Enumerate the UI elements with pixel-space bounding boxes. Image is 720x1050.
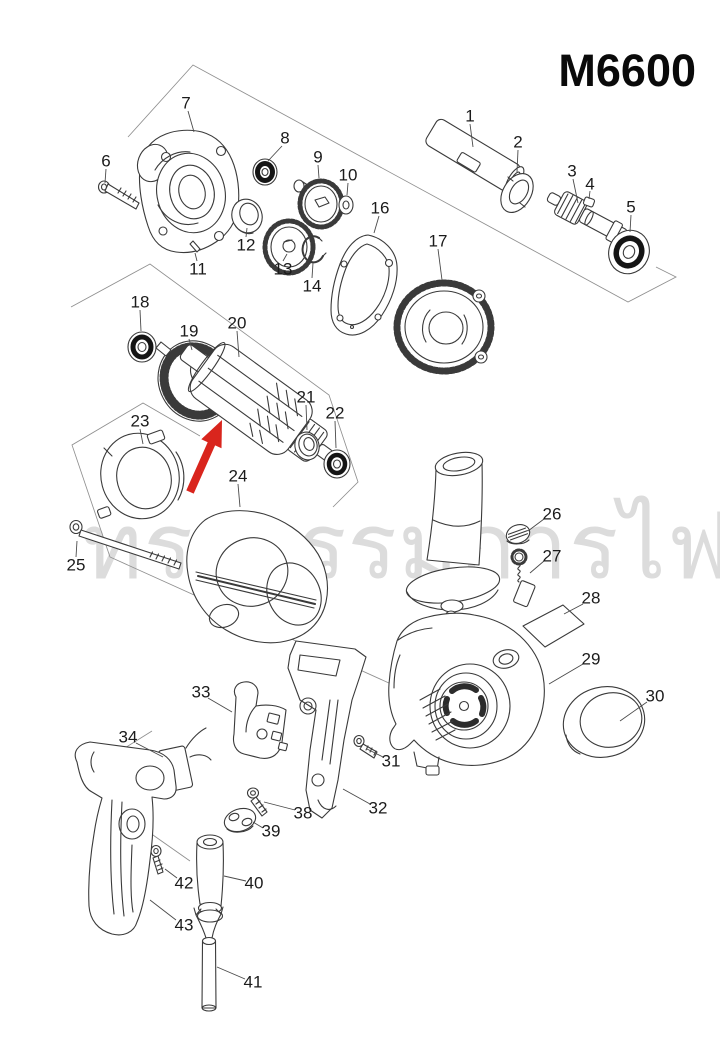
part-39-button-plate-drawing xyxy=(223,807,257,833)
part-label-30: 30 xyxy=(646,687,665,706)
part-label-10: 10 xyxy=(339,166,358,185)
part-label-1: 1 xyxy=(465,107,474,126)
part-label-31: 31 xyxy=(382,752,401,771)
part-label-41: 41 xyxy=(244,973,263,992)
part-label-12: 12 xyxy=(237,236,256,255)
part-label-2: 2 xyxy=(513,133,522,152)
part-label-6: 6 xyxy=(101,152,110,171)
part-17-stator-drawing xyxy=(393,279,495,375)
part-14-snap-ring-drawing xyxy=(301,235,327,264)
part-32-handle-housing-drawing xyxy=(287,640,367,819)
part-label-11: 11 xyxy=(189,260,207,279)
part-5-bearing-drawing xyxy=(608,229,650,275)
model-title: M6600 xyxy=(558,45,696,96)
part-label-3: 3 xyxy=(567,162,576,181)
part-label-4: 4 xyxy=(585,175,594,194)
part-label-33: 33 xyxy=(192,683,211,702)
part-number-labels: 1 2 3 4 5 6 7 8 9 10 11 12 13 14 16 17 1… xyxy=(67,94,665,992)
part-29-motor-housing-drawing xyxy=(388,612,545,776)
part-33-switch-drawing xyxy=(232,681,288,759)
part-16-gasket-drawing xyxy=(330,234,398,336)
part-label-21: 21 xyxy=(297,388,316,407)
part-40-grip-boot-drawing xyxy=(196,834,224,923)
part-label-13: 13 xyxy=(274,260,293,279)
part-label-5: 5 xyxy=(626,198,635,217)
part-label-9: 9 xyxy=(313,148,322,167)
part-label-18: 18 xyxy=(131,293,150,312)
part-label-24: 24 xyxy=(229,467,248,486)
part-label-38: 38 xyxy=(294,804,313,823)
part-label-22: 22 xyxy=(326,404,345,423)
part-8-bearing-drawing xyxy=(252,158,278,186)
leader-lines xyxy=(75,110,648,980)
part-label-17: 17 xyxy=(429,232,448,251)
part-9-gear-drawing xyxy=(293,178,345,230)
part-label-8: 8 xyxy=(280,129,289,148)
part-6-screw-drawing xyxy=(97,180,140,210)
part-27-carbon-brush-drawing xyxy=(510,548,536,608)
part-31-screw-drawing xyxy=(353,734,378,759)
part-label-40: 40 xyxy=(245,874,264,893)
part-4-key-drawing xyxy=(582,196,596,208)
part-label-7: 7 xyxy=(181,94,190,113)
part-41-cord-drawing xyxy=(193,906,224,1012)
part-43-handle-cover-drawing xyxy=(74,741,177,936)
part-42-screw-drawing xyxy=(150,844,164,875)
part-label-20: 20 xyxy=(228,314,247,333)
part-18-bearing-drawing xyxy=(127,331,157,363)
part-label-14: 14 xyxy=(303,277,322,296)
watermark-text: ทรงธรรมการไฟฟ้า xyxy=(82,496,720,598)
side-handle-drawing xyxy=(405,451,501,651)
part-label-23: 23 xyxy=(131,412,150,431)
part-label-25: 25 xyxy=(67,556,86,575)
part-label-39: 39 xyxy=(262,822,281,841)
part-24-field-coil-drawing xyxy=(186,510,329,644)
part-label-29: 29 xyxy=(582,650,601,669)
part-13-gear-drawing xyxy=(262,218,316,276)
part-label-27: 27 xyxy=(543,547,562,566)
part-23-baffle-ring-drawing xyxy=(97,429,185,520)
part-label-26: 26 xyxy=(543,505,562,524)
part-10-washer-drawing xyxy=(338,195,354,215)
part-2-ring-drawing xyxy=(500,173,534,213)
pointer-arrow xyxy=(186,420,222,494)
part-21-retainer-drawing xyxy=(294,431,320,461)
part-30-cap-drawing xyxy=(562,686,646,758)
part-label-43: 43 xyxy=(175,916,194,935)
part-label-19: 19 xyxy=(180,322,199,341)
part-7-gear-housing-drawing xyxy=(136,129,240,254)
part-label-28: 28 xyxy=(582,589,601,608)
part-22-bearing-drawing xyxy=(323,449,351,479)
part-11-pin-drawing xyxy=(189,240,201,253)
part-label-16: 16 xyxy=(371,199,390,218)
part-28-nameplate-drawing xyxy=(522,604,585,648)
part-label-32: 32 xyxy=(369,799,388,818)
part-38-screw-drawing xyxy=(246,787,268,817)
part-label-34: 34 xyxy=(119,728,138,747)
part-label-42: 42 xyxy=(175,874,194,893)
part-25-screw-drawing xyxy=(69,519,182,570)
part-12-sleeve-drawing xyxy=(231,198,263,235)
part-26-brush-cap-drawing xyxy=(505,524,531,545)
